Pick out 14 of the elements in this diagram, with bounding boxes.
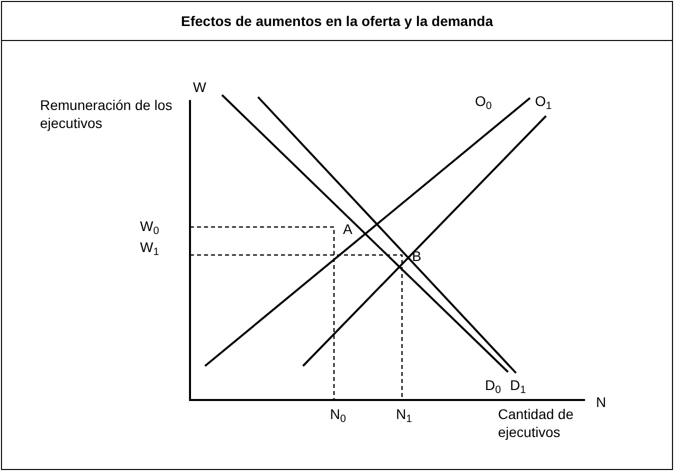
axis-label: D$_{1}$ bbox=[510, 376, 526, 394]
title: Efectos de aumentos en la oferta y la demanda bbox=[181, 12, 493, 31]
axis-label: D$_{0}$ bbox=[485, 376, 501, 394]
axis-label: W$_{0}$ bbox=[140, 217, 160, 235]
axis-label: W$_{1}$ bbox=[140, 238, 160, 256]
axis-label: O$_{1}$ bbox=[535, 92, 552, 110]
axis-label: A bbox=[343, 220, 352, 238]
axis-label: N$_{0}$ bbox=[330, 405, 346, 423]
axis-label: N$_{1}$ bbox=[396, 405, 412, 423]
axis-label: Cantidad de ejecutivos bbox=[498, 405, 575, 441]
axis-label: Remuneración de los ejecutivos bbox=[40, 96, 174, 132]
axis-label: O$_{0}$ bbox=[475, 92, 492, 110]
axis-label: W bbox=[193, 78, 206, 96]
axis-label: N bbox=[596, 393, 606, 411]
